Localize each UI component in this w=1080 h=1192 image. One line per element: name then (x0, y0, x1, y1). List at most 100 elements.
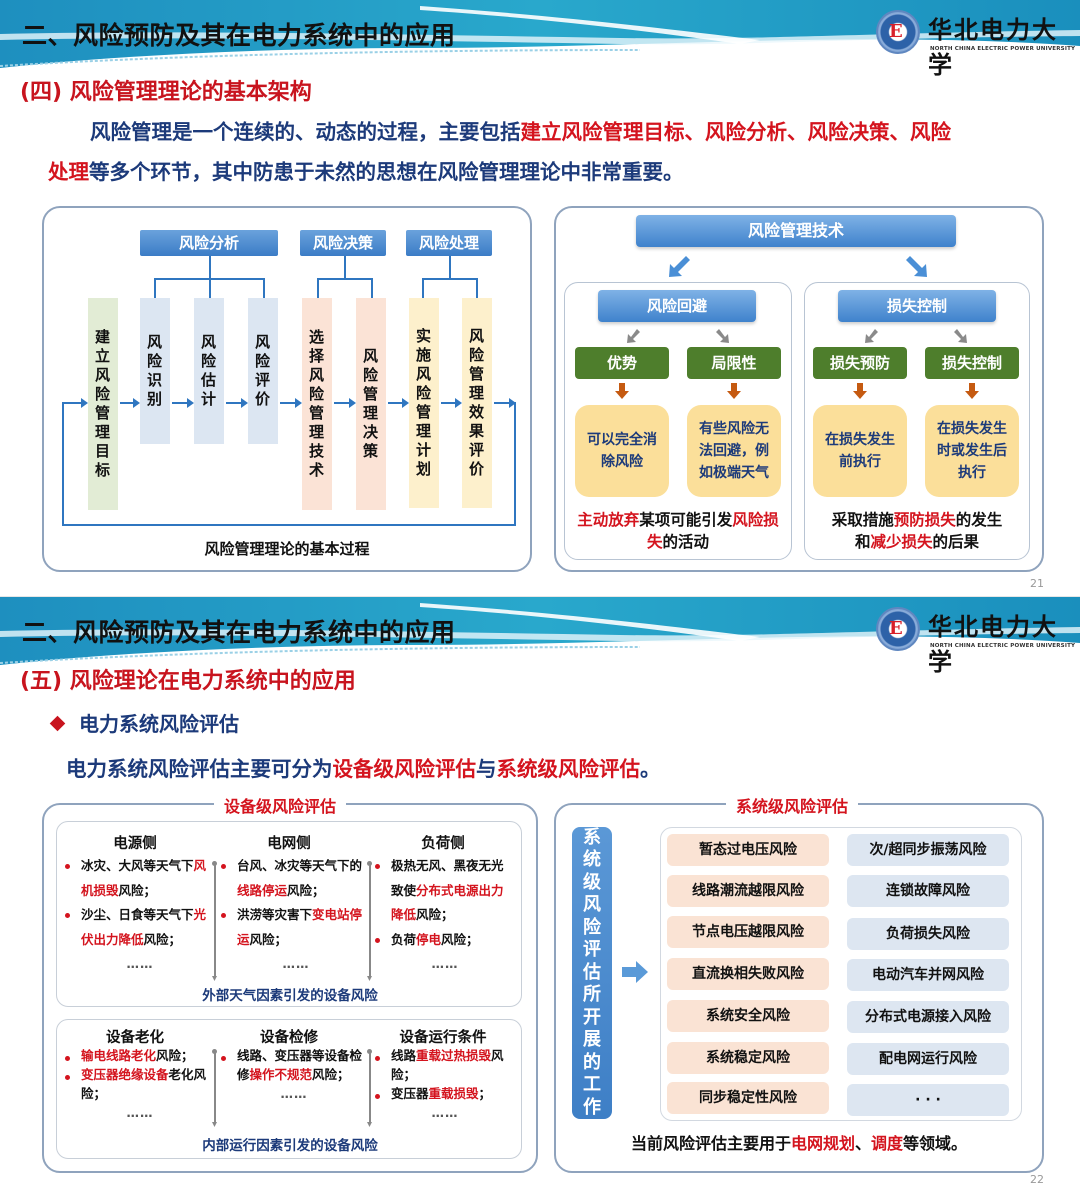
ellipsis: …… (431, 1105, 459, 1120)
risk-item: 节点电压越限风险 (667, 916, 829, 948)
logo-name-en: NORTH CHINA ELECTRIC POWER UNIVERSITY (930, 643, 1076, 649)
risk-item: 电动汽车并网风险 (847, 959, 1009, 991)
slide-title: 二、风险预防及其在电力系统中的应用 (22, 21, 456, 50)
risk-item: 次/超同步振荡风险 (847, 834, 1009, 866)
step-risk-decision: 风险管理决策 (356, 298, 386, 510)
highlight-text: 风险损失 (646, 511, 779, 551)
column-header: 设备运行条件 (399, 1030, 487, 1046)
risk-item: 系统安全风险 (667, 1000, 829, 1032)
group-header-risk-analysis: 风险分析 (140, 230, 278, 256)
section-title: (五) 风险理论在电力系统中的应用 (20, 669, 356, 694)
ellipsis: …… (126, 1105, 154, 1120)
slide-21: 二、风险预防及其在电力系统中的应用 E 华北电力大学 NORTH CHINA E… (0, 0, 1080, 590)
column-divider (367, 1049, 372, 1124)
arrow-down-icon (615, 383, 629, 400)
arrow-down-right-icon (954, 329, 967, 343)
logo-name-cn: 华北电力大学 (928, 612, 1058, 676)
risk-item: 连锁故障风险 (847, 875, 1009, 907)
ellipsis: …… (126, 956, 154, 971)
column-divider (212, 861, 217, 978)
advantage-description: 可以完全消除风险 (575, 405, 669, 497)
flow-arrow (334, 398, 356, 408)
column-header: 电网侧 (267, 836, 311, 852)
text: 风险管理是一个连续的、动态的过程，主要包括 (90, 120, 521, 144)
technique-diagram-panel: 风险管理技术 风险回避 优势 局限性 可以完全消除风险 有些风险无法回避，例如极… (554, 206, 1044, 572)
loss-reduction-description: 在损失发生时或发生后执行 (925, 405, 1019, 497)
loss-reduction-label: 损失控制 (925, 347, 1019, 379)
list-item: 线路重载过热损毁风险； (375, 1046, 515, 1084)
step-label: 实施风险管理计划 (416, 327, 432, 478)
step-label: 风险评价 (255, 333, 271, 408)
risk-item: 系统稳定风险 (667, 1042, 829, 1074)
highlight-text: 减少损失 (870, 533, 933, 551)
advantage-label: 优势 (575, 347, 669, 379)
logo-name-en: NORTH CHINA ELECTRIC POWER UNIVERSITY (930, 46, 1076, 52)
step-implement-plan: 实施风险管理计划 (409, 298, 439, 508)
highlight-text: 建立风险管理目标、风险分析、风险决策、风险 (520, 120, 952, 144)
system-risk-grid: 暂态过电压风险 线路潮流越限风险 节点电压越限风险 直流换相失败风险 系统安全风… (660, 827, 1022, 1121)
arrow-right-icon (622, 961, 648, 983)
flow-arrow (62, 398, 88, 408)
diamond-bullet-icon (49, 715, 66, 732)
loss-control-panel: 损失控制 损失预防 损失控制 在损失发生前执行 在损失发生时或发生后执行 采取措… (804, 282, 1030, 560)
step-label: 风险管理决策 (363, 347, 379, 460)
group-header-risk-treatment: 风险处理 (406, 230, 492, 256)
grid-side-risk-list: 台风、冰灾等天气下的线路停运风险； 洪涝等灾害下变电站停运风险； …… (221, 854, 371, 977)
list-item: 沙尘、日食等天气下光伏出力降低风险； (65, 903, 215, 952)
highlight-text: 调度 (871, 1134, 904, 1153)
text: 某项可能引发 (639, 511, 733, 529)
risk-management-technique-header: 风险管理技术 (636, 215, 956, 247)
text: 采取措施 (831, 511, 894, 529)
process-diagram-panel: 风险分析 风险决策 风险处理 建立风险管理目标 风险识别 风险估计 风险评价 选… (42, 206, 532, 572)
arrow-down-left-icon (627, 329, 640, 343)
page-number: 22 (1030, 1173, 1044, 1186)
intro-paragraph-line1: 风险管理是一个连续的、动态的过程，主要包括建立风险管理目标、风险分析、风险决策、… (90, 112, 1060, 152)
ellipsis: …… (280, 1086, 308, 1101)
risk-item: 直流换相失败风险 (667, 958, 829, 990)
highlight-text: 预防损失 (893, 511, 956, 529)
text: 电力系统风险评估主要可分为 (66, 757, 333, 781)
column-divider (212, 1049, 217, 1124)
equipment-aging-risk-list: 输电线路老化风险； 变压器绝缘设备老化风险； …… (65, 1046, 215, 1122)
arrow-down-icon (853, 383, 867, 400)
column-header: 设备老化 (106, 1030, 164, 1046)
text: 的活动 (662, 533, 710, 551)
risk-item: 分布式电源接入风险 (847, 1001, 1009, 1033)
list-item: 线路、变压器等设备检修操作不规范风险； (221, 1046, 367, 1084)
risk-item: 同步稳定性风险 (667, 1082, 829, 1114)
slide-22: 二、风险预防及其在电力系统中的应用 E 华北电力大学 NORTH CHINA E… (0, 596, 1080, 1192)
text: 的后果 (932, 533, 980, 551)
risk-item: 配电网运行风险 (847, 1043, 1009, 1075)
equipment-level-panel: 设备级风险评估 电源侧 电网侧 负荷侧 冰灾、大风等天气下风机损毁风险； 沙尘、… (42, 793, 538, 1173)
header-band: 二、风险预防及其在电力系统中的应用 E 华北电力大学 NORTH CHINA E… (0, 597, 1080, 676)
text: 和 (854, 533, 871, 551)
list-item: 变压器重载损毁； (375, 1084, 515, 1103)
highlight-text: 设备级风险评估 (332, 757, 477, 781)
system-level-title: 系统级风险评估 (726, 793, 859, 817)
list-item: 极热无风、黑夜无光致使分布式电源出力降低风险； (375, 854, 515, 928)
bullet-heading-text: 电力系统风险评估 (79, 712, 239, 736)
intro-sentence: 电力系统风险评估主要可分为设备级风险评估与系统级风险评估。 (66, 749, 1046, 789)
header-band: 二、风险预防及其在电力系统中的应用 E 华北电力大学 NORTH CHINA E… (0, 0, 1080, 79)
text: 、 (854, 1134, 871, 1153)
text: 。 (640, 757, 661, 781)
ellipsis: …… (282, 956, 310, 971)
column-header: 电源侧 (113, 836, 157, 852)
list-item: 冰灾、大风等天气下风机损毁风险； (65, 854, 215, 903)
internal-factors-panel: 设备老化 设备检修 设备运行条件 输电线路老化风险； 变压器绝缘设备老化风险； … (56, 1019, 522, 1159)
bullet-heading: 电力系统风险评估 (49, 708, 239, 737)
step-set-objectives: 建立风险管理目标 (88, 298, 118, 510)
step-risk-identification: 风险识别 (140, 298, 170, 444)
intro-paragraph-line2: 处理等多个环节，其中防患于未然的思想在风险管理理论中非常重要。 (48, 152, 1048, 192)
loss-control-summary: 采取措施预防损失的发生 和减少损失的后果 (809, 509, 1025, 553)
highlight-text: 电网规划 (790, 1134, 855, 1153)
limitation-description: 有些风险无法回避，例如极端天气 (687, 405, 781, 497)
risk-avoidance-panel: 风险回避 优势 局限性 可以完全消除风险 有些风险无法回避，例如极端天气 主动放… (564, 282, 792, 560)
column-header: 设备检修 (260, 1030, 318, 1046)
column-header: 负荷侧 (421, 836, 465, 852)
arrow-down-left-icon (865, 329, 878, 343)
loss-control-header: 损失控制 (838, 290, 996, 322)
flow-arrow (494, 398, 516, 408)
arrow-down-right-icon (906, 256, 927, 277)
logo-name-cn: 华北电力大学 (928, 15, 1058, 79)
